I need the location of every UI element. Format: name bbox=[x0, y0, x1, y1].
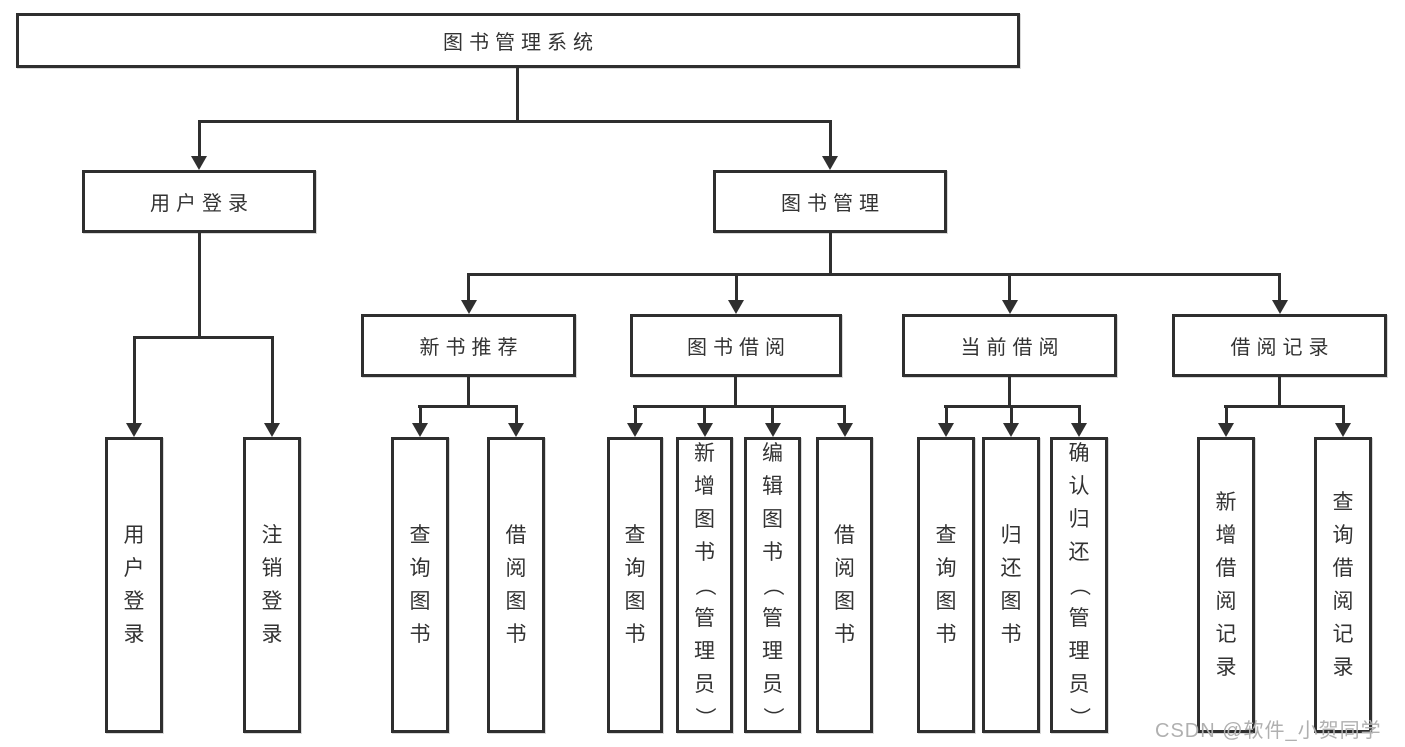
leaf-edit-books-admin: 编辑图书（管理员） bbox=[744, 437, 801, 733]
node-book-management-label: 图书管理 bbox=[781, 193, 885, 215]
connector-line bbox=[735, 273, 738, 300]
connector-line bbox=[829, 233, 832, 273]
connector-arrow bbox=[264, 423, 280, 437]
leaf-borrow-books-recommend-label: 借阅图书 bbox=[505, 524, 527, 646]
leaf-query-books-borrowing: 查询图书 bbox=[607, 437, 663, 733]
node-new-book-recommend-label: 新书推荐 bbox=[419, 337, 524, 359]
connector-arrow bbox=[627, 423, 643, 437]
leaf-query-books-recommend: 查询图书 bbox=[391, 437, 449, 733]
leaf-add-borrow-record-label: 新增借阅记录 bbox=[1215, 491, 1237, 679]
leaf-logout-label: 注销登录 bbox=[261, 524, 283, 646]
leaf-return-books-label: 归还图书 bbox=[1000, 524, 1022, 646]
connector-arrow bbox=[1335, 423, 1351, 437]
connector-line bbox=[1225, 405, 1228, 423]
connector-line bbox=[467, 273, 1281, 276]
connector-line bbox=[467, 273, 470, 300]
connector-line bbox=[829, 120, 832, 156]
connector-line bbox=[945, 405, 948, 423]
connector-line bbox=[771, 405, 774, 423]
leaf-return-books: 归还图书 bbox=[982, 437, 1040, 733]
connector-line bbox=[418, 405, 518, 408]
connector-line bbox=[133, 336, 273, 339]
leaf-query-borrow-record: 查询借阅记录 bbox=[1314, 437, 1372, 733]
connector-line bbox=[703, 405, 706, 423]
node-book-management: 图书管理 bbox=[713, 170, 947, 233]
leaf-query-books-borrowing-label: 查询图书 bbox=[624, 524, 646, 646]
connector-arrow bbox=[461, 300, 477, 314]
connector-line bbox=[271, 336, 274, 423]
connector-line bbox=[198, 233, 201, 336]
node-book-borrowing: 图书借阅 bbox=[630, 314, 842, 377]
connector-line bbox=[734, 377, 737, 405]
connector-line bbox=[467, 377, 470, 405]
leaf-confirm-return-admin: 确认归还（管理员） bbox=[1050, 437, 1108, 733]
leaf-query-books-current: 查询图书 bbox=[917, 437, 975, 733]
connector-arrow bbox=[412, 423, 428, 437]
node-borrowing-records-label: 借阅记录 bbox=[1230, 337, 1335, 359]
connector-line bbox=[843, 405, 846, 423]
leaf-user-login-label: 用户登录 bbox=[123, 524, 145, 646]
connector-arrow bbox=[126, 423, 142, 437]
node-root: 图书管理系统 bbox=[16, 13, 1020, 68]
connector-arrow bbox=[1071, 423, 1087, 437]
node-new-book-recommend: 新书推荐 bbox=[361, 314, 576, 377]
connector-line bbox=[1342, 405, 1345, 423]
connector-arrow bbox=[508, 423, 524, 437]
leaf-edit-books-admin-label: 编辑图书（管理员） bbox=[761, 441, 784, 728]
watermark: CSDN @软件_小贺同学 bbox=[1155, 720, 1382, 742]
connector-arrow bbox=[1003, 423, 1019, 437]
node-root-label: 图书管理系统 bbox=[443, 32, 599, 54]
connector-line bbox=[1078, 405, 1081, 423]
connector-arrow bbox=[938, 423, 954, 437]
connector-line bbox=[634, 405, 637, 423]
node-book-borrowing-label: 图书借阅 bbox=[687, 337, 791, 359]
connector-line bbox=[633, 405, 846, 408]
connector-line bbox=[419, 405, 422, 423]
connector-line bbox=[516, 68, 519, 120]
leaf-query-books-current-label: 查询图书 bbox=[935, 524, 957, 646]
connector-line bbox=[1010, 405, 1013, 423]
leaf-borrow-books-borrowing: 借阅图书 bbox=[816, 437, 873, 733]
node-current-borrowing-label: 当前借阅 bbox=[960, 337, 1065, 359]
connector-arrow bbox=[191, 156, 207, 170]
node-current-borrowing: 当前借阅 bbox=[902, 314, 1117, 377]
connector-arrow bbox=[822, 156, 838, 170]
leaf-add-borrow-record: 新增借阅记录 bbox=[1197, 437, 1255, 733]
leaf-user-login: 用户登录 bbox=[105, 437, 163, 733]
connector-arrow bbox=[1218, 423, 1234, 437]
leaf-borrow-books-borrowing-label: 借阅图书 bbox=[834, 524, 855, 646]
connector-arrow bbox=[837, 423, 853, 437]
connector-line bbox=[1008, 377, 1011, 405]
connector-line bbox=[1278, 273, 1281, 300]
node-user-login: 用户登录 bbox=[82, 170, 316, 233]
leaf-add-books-admin: 新增图书（管理员） bbox=[676, 437, 733, 733]
leaf-query-borrow-record-label: 查询借阅记录 bbox=[1332, 491, 1354, 679]
connector-arrow bbox=[1002, 300, 1018, 314]
connector-line bbox=[1008, 273, 1011, 300]
leaf-logout: 注销登录 bbox=[243, 437, 301, 733]
leaf-confirm-return-admin-label: 确认归还（管理员） bbox=[1067, 441, 1091, 728]
node-borrowing-records: 借阅记录 bbox=[1172, 314, 1387, 377]
leaf-add-books-admin-label: 新增图书（管理员） bbox=[693, 441, 716, 728]
connector-line bbox=[198, 120, 831, 123]
connector-arrow bbox=[697, 423, 713, 437]
connector-line bbox=[1278, 377, 1281, 405]
connector-line bbox=[198, 120, 201, 156]
leaf-borrow-books-recommend: 借阅图书 bbox=[487, 437, 545, 733]
connector-arrow bbox=[1272, 300, 1288, 314]
connector-arrow bbox=[728, 300, 744, 314]
connector-line bbox=[133, 336, 136, 423]
leaf-query-books-recommend-label: 查询图书 bbox=[409, 524, 431, 646]
node-user-login-label: 用户登录 bbox=[150, 193, 254, 215]
connector-line bbox=[1224, 405, 1344, 408]
connector-arrow bbox=[765, 423, 781, 437]
connector-line bbox=[515, 405, 518, 423]
